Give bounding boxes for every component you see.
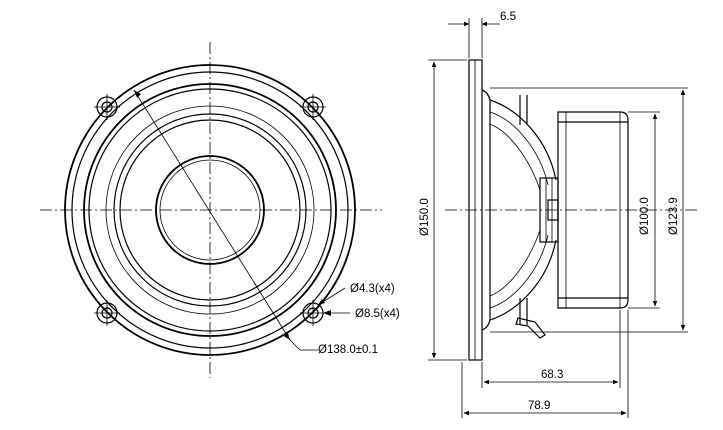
surround-outer [88, 88, 332, 332]
dim-total-depth: 78.9 [461, 310, 629, 418]
dim-flange-thickness: 6.5 [448, 11, 516, 58]
svg-text:Ø123.9: Ø123.9 [668, 197, 680, 235]
mounting-hole-top-left [94, 94, 120, 120]
dust-cap-outer [155, 155, 265, 265]
mounting-hole-top-right [300, 94, 326, 120]
dim-cutout-diameter: Ø123.9 [490, 87, 688, 333]
bolt-circle-label: Ø138.0±0.1 [318, 344, 378, 356]
magnet [557, 111, 629, 309]
basket-upper-outer [489, 99, 557, 181]
svg-text:6.5: 6.5 [500, 11, 516, 23]
bolt-circle-arrow-top [134, 90, 141, 98]
svg-text:78.9: 78.9 [528, 400, 550, 412]
front-view: Ø4.3(x4) Ø8.5(x4) Ø138.0±0.1 [40, 42, 400, 378]
dim-magnet-diameter: Ø100.0 [628, 111, 660, 309]
bolt-circle-arrow-bottom [282, 333, 290, 340]
frame-inner-edge [71, 71, 349, 349]
mounting-hole-label: Ø4.3(x4) [350, 283, 395, 295]
svg-text:68.3: 68.3 [541, 369, 563, 381]
terminal-tab [515, 317, 546, 339]
bolt-circle-diameter-line [133, 89, 291, 341]
dim-depth-to-magnet: 68.3 [481, 310, 621, 388]
basket-lower-outer [489, 239, 557, 321]
surround-profile [481, 89, 491, 331]
svg-text:Ø150.0: Ø150.0 [419, 198, 431, 236]
gasket-ring [83, 83, 337, 337]
mounting-hole-bottom-left [94, 300, 120, 326]
svg-text:Ø100.0: Ø100.0 [639, 197, 651, 235]
hole-counterbore-label: Ø8.5(x4) [355, 308, 400, 320]
frame-outer-edge [64, 64, 356, 356]
bolt-circle-leader [289, 339, 318, 351]
dust-cap-inner [159, 159, 261, 261]
surround-inner [113, 113, 307, 307]
cone-edge [119, 119, 301, 301]
side-view: 6.5 Ø150.0 Ø100.0 Ø123.9 68. [419, 11, 700, 418]
surround-mid [105, 105, 315, 315]
dim-outer-diameter: Ø150.0 [419, 59, 467, 361]
front-flange [468, 59, 483, 361]
mounting-hole-bottom-right [300, 300, 326, 326]
